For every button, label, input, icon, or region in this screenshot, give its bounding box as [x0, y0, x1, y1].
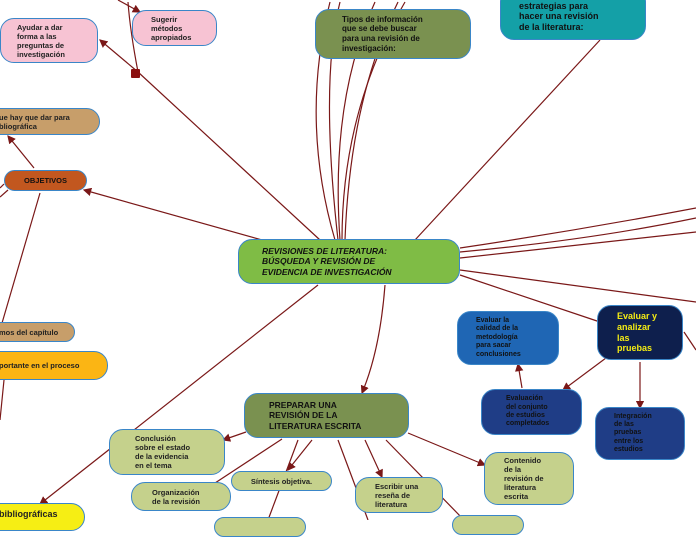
node-bibliograficas[interactable]: bibliográficas [0, 503, 85, 531]
link-evaluar-right [683, 331, 696, 351]
node-hay-que-dar[interactable]: ue hay que dar para bliográfica [0, 108, 100, 135]
node-objetivos-label: OBJETIVOS [24, 176, 67, 185]
node-sintesis[interactable]: Síntesis objetiva. [231, 471, 332, 491]
node-pasos[interactable]: mos del capítulo [0, 322, 75, 342]
node-estrategias-label: estrategias para hacer una revisión de l… [519, 0, 599, 33]
node-organizacion-label: Organización de la revisión [152, 487, 200, 506]
node-integracion[interactable]: Integración de las pruebas entre los est… [595, 407, 685, 460]
link-central-evaluar [459, 274, 601, 323]
link-preparar-conclusion [221, 431, 247, 442]
node-integracion-label: Integración de las pruebas entre los est… [614, 412, 652, 454]
link-central-objetivos [82, 187, 263, 241]
link-preparar-contenido [407, 432, 487, 467]
link-right-4 [459, 269, 696, 303]
link-importante-down [0, 379, 5, 421]
link-sugerir-arrow [117, 0, 142, 13]
link-conjunto-calidad [515, 362, 524, 389]
link-central-estrategias [414, 39, 601, 241]
node-calidad[interactable]: Evaluar la calidad de la metodología par… [457, 311, 559, 365]
node-central-label: REVISIONES DE LITERATURA: BÚSQUEDA Y REV… [262, 246, 392, 277]
link-preparar-sintesis [287, 439, 313, 471]
node-importante-label: portante en el proceso [0, 361, 80, 370]
node-ayudar[interactable]: Ayudar a dar forma a las preguntas de in… [0, 18, 98, 63]
link-right-1 [459, 207, 696, 249]
link-right-3 [459, 231, 696, 259]
node-contenido[interactable]: Contenido de la revisión de literatura e… [484, 452, 574, 505]
link-objetivos-left-1 [0, 189, 9, 198]
node-conclusion-label: Conclusión sobre el estado de la evidenc… [135, 434, 191, 470]
node-escribir-label: Escribir una reseña de literatura [375, 481, 419, 509]
node-bibliograficas-label: bibliográficas [0, 509, 58, 519]
node-central[interactable]: REVISIONES DE LITERATURA: BÚSQUEDA Y REV… [238, 239, 460, 284]
node-escribir[interactable]: Escribir una reseña de literatura [355, 477, 443, 513]
link-objetivos-left-2 [0, 183, 5, 189]
node-pasos-label: mos del capítulo [0, 327, 59, 337]
link-objetivos-haydar [7, 135, 35, 169]
node-conjunto-label: Evaluación del conjunto de estudios comp… [506, 395, 550, 428]
link-central-bibliograficas [39, 284, 319, 505]
node-sugerir[interactable]: Sugerir métodos apropiados [132, 10, 217, 46]
node-importante[interactable]: portante en el proceso [0, 351, 108, 380]
node-estrategias[interactable]: estrategias para hacer una revisión de l… [500, 0, 646, 40]
node-evaluar[interactable]: Evaluar y analizar las pruebas [597, 305, 683, 360]
node-calidad-label: Evaluar la calidad de la metodología par… [476, 317, 521, 358]
link-central-preparar [360, 284, 386, 395]
node-contenido-label: Contenido de la revisión de literatura e… [504, 456, 544, 501]
link-preparar-organizacion [211, 438, 283, 486]
node-sugerir-label: Sugerir métodos apropiados [151, 14, 192, 42]
link-objetivos-down [0, 192, 41, 331]
link-evaluar-conjunto [562, 354, 611, 391]
link-right-2 [459, 217, 696, 253]
node-tipos-label: Tipos de información que se debe buscar … [342, 14, 423, 53]
junction-marker [131, 69, 140, 78]
node-objetivos[interactable]: OBJETIVOS [4, 170, 87, 191]
link-preparar-escribir [364, 439, 383, 479]
node-organizacion[interactable]: Organización de la revisión [131, 482, 231, 511]
connector-lines [0, 0, 696, 520]
node-preparar-label: PREPARAR UNA REVISIÓN DE LA LITERATURA E… [269, 400, 362, 431]
node-bottom-partial-2[interactable] [452, 515, 524, 535]
node-sintesis-label: Síntesis objetiva. [250, 476, 313, 486]
node-hay-que-dar-label: ue hay que dar para bliográfica [0, 112, 70, 131]
node-conjunto[interactable]: Evaluación del conjunto de estudios comp… [481, 389, 582, 435]
node-bottom-partial-1[interactable] [214, 517, 306, 537]
node-preparar[interactable]: PREPARAR UNA REVISIÓN DE LA LITERATURA E… [244, 393, 409, 438]
node-conclusion[interactable]: Conclusión sobre el estado de la evidenc… [109, 429, 225, 475]
node-tipos[interactable]: Tipos de información que se debe buscar … [315, 9, 471, 59]
link-sugerir [127, 1, 139, 73]
node-ayudar-label: Ayudar a dar forma a las preguntas de in… [17, 22, 65, 59]
node-evaluar-label: Evaluar y analizar las pruebas [617, 310, 658, 354]
